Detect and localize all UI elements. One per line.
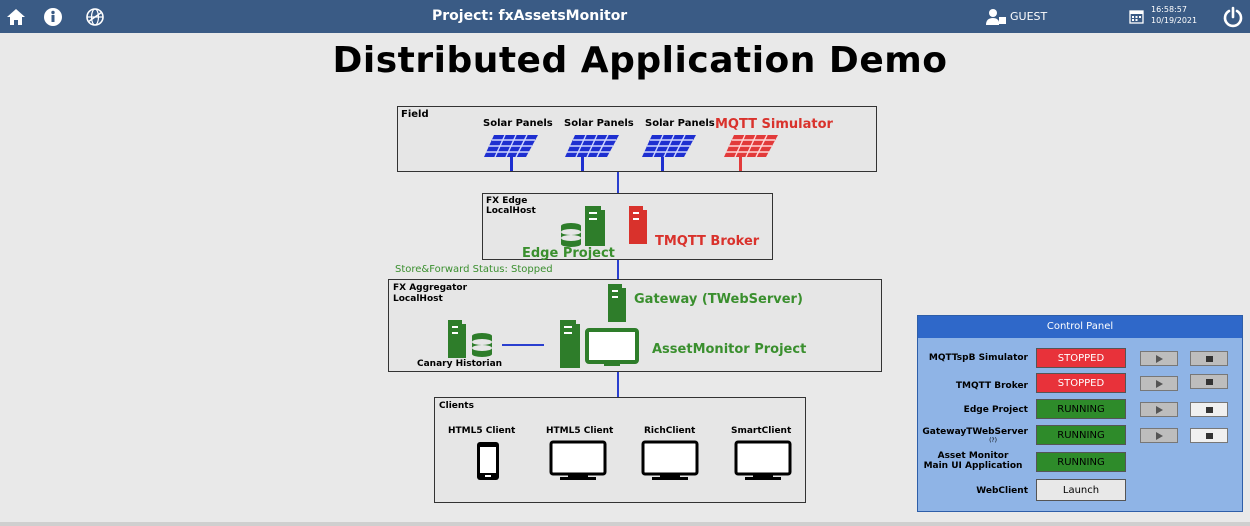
cp-status-gateway: RUNNING	[1036, 425, 1126, 445]
cp-play-edge-button[interactable]	[1140, 402, 1178, 417]
play-icon	[1156, 406, 1163, 414]
home-icon[interactable]	[5, 6, 27, 28]
gateway-label: Gateway (TWebServer)	[634, 292, 803, 307]
stop-icon	[1206, 407, 1213, 413]
power-icon[interactable]	[1222, 6, 1244, 28]
cp-play-broker-button[interactable]	[1140, 376, 1178, 391]
field-box	[397, 106, 877, 172]
page-title-text: Distributed Application Demo	[332, 40, 948, 81]
cp-stop-broker-button[interactable]	[1190, 374, 1228, 389]
cp-label-broker: TMQTT Broker	[955, 381, 1028, 391]
broker-server-icon	[629, 206, 647, 244]
link-edge-aggregator	[617, 260, 619, 280]
clock-time: 16:58:57	[1151, 5, 1187, 14]
cp-stop-edge-button[interactable]	[1190, 402, 1228, 417]
solar-panel-icon	[484, 134, 538, 171]
clock: 16:58:57 10/19/2021	[1151, 4, 1197, 26]
cp-label-gateway-sub: (?)	[989, 437, 997, 444]
client-label-2: HTML5 Client	[546, 426, 614, 436]
asset-monitor-icon	[560, 320, 639, 368]
gateway-server-icon	[608, 284, 626, 322]
broker-label: TMQTT Broker	[655, 234, 760, 249]
project-title: Project: fxAssetsMonitor	[432, 8, 628, 24]
link-historian-asset	[502, 344, 544, 346]
cp-stop-simulator-button[interactable]	[1190, 351, 1228, 366]
solar-panel-icon	[565, 134, 619, 171]
page-title: Distributed Application Demo	[0, 40, 1250, 81]
historian-label: Canary Historian	[417, 359, 503, 369]
monitor-icon	[734, 440, 792, 480]
cp-status-asset: RUNNING	[1036, 452, 1126, 472]
client-label-1: HTML5 Client	[448, 426, 516, 436]
edge-project-label: Edge Project	[522, 246, 615, 261]
client-label-3: RichClient	[644, 426, 696, 436]
cp-status-simulator: STOPPED	[1036, 348, 1126, 368]
cp-label-webclient: WebClient	[976, 486, 1028, 496]
play-icon	[1156, 380, 1163, 388]
play-icon	[1156, 355, 1163, 363]
cp-status-broker: STOPPED	[1036, 373, 1126, 393]
top-bar: Project: fxAssetsMonitor GUEST 16:58:57 …	[0, 0, 1250, 33]
calendar-icon[interactable]	[1129, 9, 1144, 24]
user-name: GUEST	[1010, 10, 1048, 23]
stop-icon	[1206, 433, 1213, 439]
link-field-edge	[617, 171, 619, 193]
globe-icon[interactable]	[84, 6, 106, 28]
stop-icon	[1206, 356, 1213, 362]
cp-label-asset-line1: Asset Monitor	[937, 451, 1009, 461]
edge-host-label: LocalHost	[486, 206, 536, 216]
monitor-icon	[549, 440, 607, 480]
link-aggregator-clients	[617, 371, 619, 397]
cp-label-asset-line2: Main UI Application	[923, 461, 1023, 471]
edge-label: FX Edge	[486, 196, 528, 206]
edge-server-icon	[561, 206, 605, 247]
cp-label-asset: Asset Monitor Main UI Application	[918, 451, 1028, 471]
phone-icon	[477, 442, 499, 480]
play-icon	[1156, 432, 1163, 440]
control-panel: Control Panel MQTTspB Simulator STOPPED …	[917, 315, 1243, 512]
monitor-icon	[641, 440, 699, 480]
clock-date: 10/19/2021	[1151, 16, 1198, 25]
cp-play-gateway-button[interactable]	[1140, 428, 1178, 443]
cp-label-gateway: GatewayTWebServer (?)	[918, 427, 1028, 444]
cp-launch-button[interactable]: Launch	[1036, 479, 1126, 501]
cp-label-edge: Edge Project	[963, 405, 1028, 415]
cp-label-gateway-text: GatewayTWebServer	[922, 427, 1028, 437]
cp-stop-gateway-button[interactable]	[1190, 428, 1228, 443]
client-label-4: SmartClient	[731, 426, 792, 436]
aggregator-label: FX Aggregator	[393, 283, 468, 293]
stop-icon	[1206, 379, 1213, 385]
bottom-border	[0, 522, 1250, 526]
aggregator-host-label: LocalHost	[393, 294, 443, 304]
user-icon[interactable]	[985, 8, 1007, 26]
solar-panel-label-3: Solar Panels	[645, 118, 715, 129]
simulator-panel-icon	[724, 134, 778, 171]
asset-monitor-label: AssetMonitor Project	[652, 342, 807, 357]
clients-label: Clients	[439, 401, 474, 411]
cp-label-simulator: MQTTspB Simulator	[928, 353, 1028, 363]
solar-panel-icon	[642, 134, 696, 171]
solar-panel-label-1: Solar Panels	[483, 118, 553, 129]
cp-status-edge: RUNNING	[1036, 399, 1126, 419]
cp-play-simulator-button[interactable]	[1140, 351, 1178, 366]
store-forward-status: Store&Forward Status: Stopped	[395, 264, 553, 275]
field-label: Field	[401, 109, 429, 120]
edge-box	[482, 193, 773, 260]
historian-icon	[448, 320, 492, 358]
info-icon[interactable]	[42, 6, 64, 28]
solar-panel-label-2: Solar Panels	[564, 118, 634, 129]
mqtt-simulator-label: MQTT Simulator	[715, 117, 833, 132]
control-panel-title: Control Panel	[918, 316, 1242, 338]
